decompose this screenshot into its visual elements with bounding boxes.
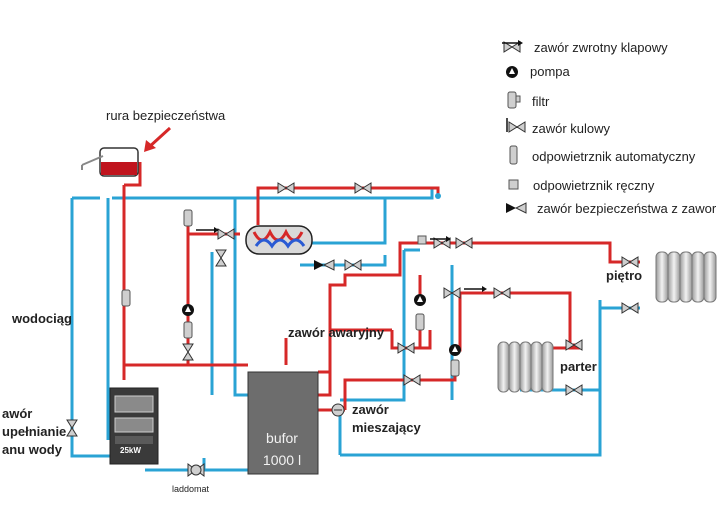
mixing-valve-label-2a: miesza xyxy=(352,420,396,435)
legend-label: zawór bezpieczeństwa z zawor xyxy=(537,201,717,216)
legend-label: pompa xyxy=(530,64,570,79)
safety-pipe-label: rura bezpieczeństwa xyxy=(106,108,226,123)
fill-valve-label-2: upełnianie xyxy=(2,424,67,439)
mixing-valve-label-2: mieszający xyxy=(352,420,421,435)
mixing-valve-label-1: zawór xyxy=(352,402,389,417)
ball-valve-icon xyxy=(506,118,526,133)
emergency-valve-label: zawór awaryjny xyxy=(288,325,385,340)
legend-label: filtr xyxy=(532,94,550,109)
mixing-valve-label-2b: jący xyxy=(395,420,421,435)
legend-label: odpowietrznik automatyczny xyxy=(532,149,696,164)
safety-valve-icon xyxy=(314,259,335,271)
mixing-valve-icon xyxy=(331,403,345,417)
boiler xyxy=(109,387,159,465)
fill-valve-label-3: anu wody xyxy=(2,442,62,457)
auto-air-vent-icon xyxy=(509,145,518,165)
buffer-label-1: bufor xyxy=(266,430,298,446)
safety-valve-icon xyxy=(506,202,527,214)
pump-icon xyxy=(414,294,426,306)
pump-icon xyxy=(449,344,461,356)
ground-floor-label: parter xyxy=(560,359,597,374)
pointer-arrow xyxy=(144,126,172,152)
expansion-vessel xyxy=(81,147,139,177)
auto-air-vents xyxy=(121,209,193,307)
boiler-power-label: 25kW xyxy=(120,446,141,455)
fill-valve-label-1: awór xyxy=(2,406,33,421)
manual-air-vents xyxy=(417,235,427,245)
buffer-tank xyxy=(247,371,319,475)
check-valves xyxy=(196,227,487,292)
legend-label: odpowietrznik ręczny xyxy=(533,178,655,193)
check-valve-icon xyxy=(502,40,523,53)
heat-exchanger-coil xyxy=(245,225,313,255)
radiator-lower xyxy=(497,341,554,393)
legend-label: zawór kulowy xyxy=(532,121,611,136)
pump-icon xyxy=(182,304,194,316)
filter-icon xyxy=(507,91,521,109)
laddomat-label: laddomat xyxy=(172,484,210,494)
tap-icon xyxy=(425,186,441,199)
laddomat-icon xyxy=(190,464,202,476)
water-supply-label: wodociąg xyxy=(12,311,72,326)
pump-icon xyxy=(506,66,518,78)
radiator-upper xyxy=(655,251,717,303)
buffer-label-2: 1000 l xyxy=(262,452,302,468)
legend-label: zawór zwrotny klapowy xyxy=(534,40,668,55)
manual-air-vent-icon xyxy=(508,179,519,190)
upper-floor-label: piętro xyxy=(606,268,643,283)
legend-icons xyxy=(502,40,527,214)
filters xyxy=(183,313,460,377)
